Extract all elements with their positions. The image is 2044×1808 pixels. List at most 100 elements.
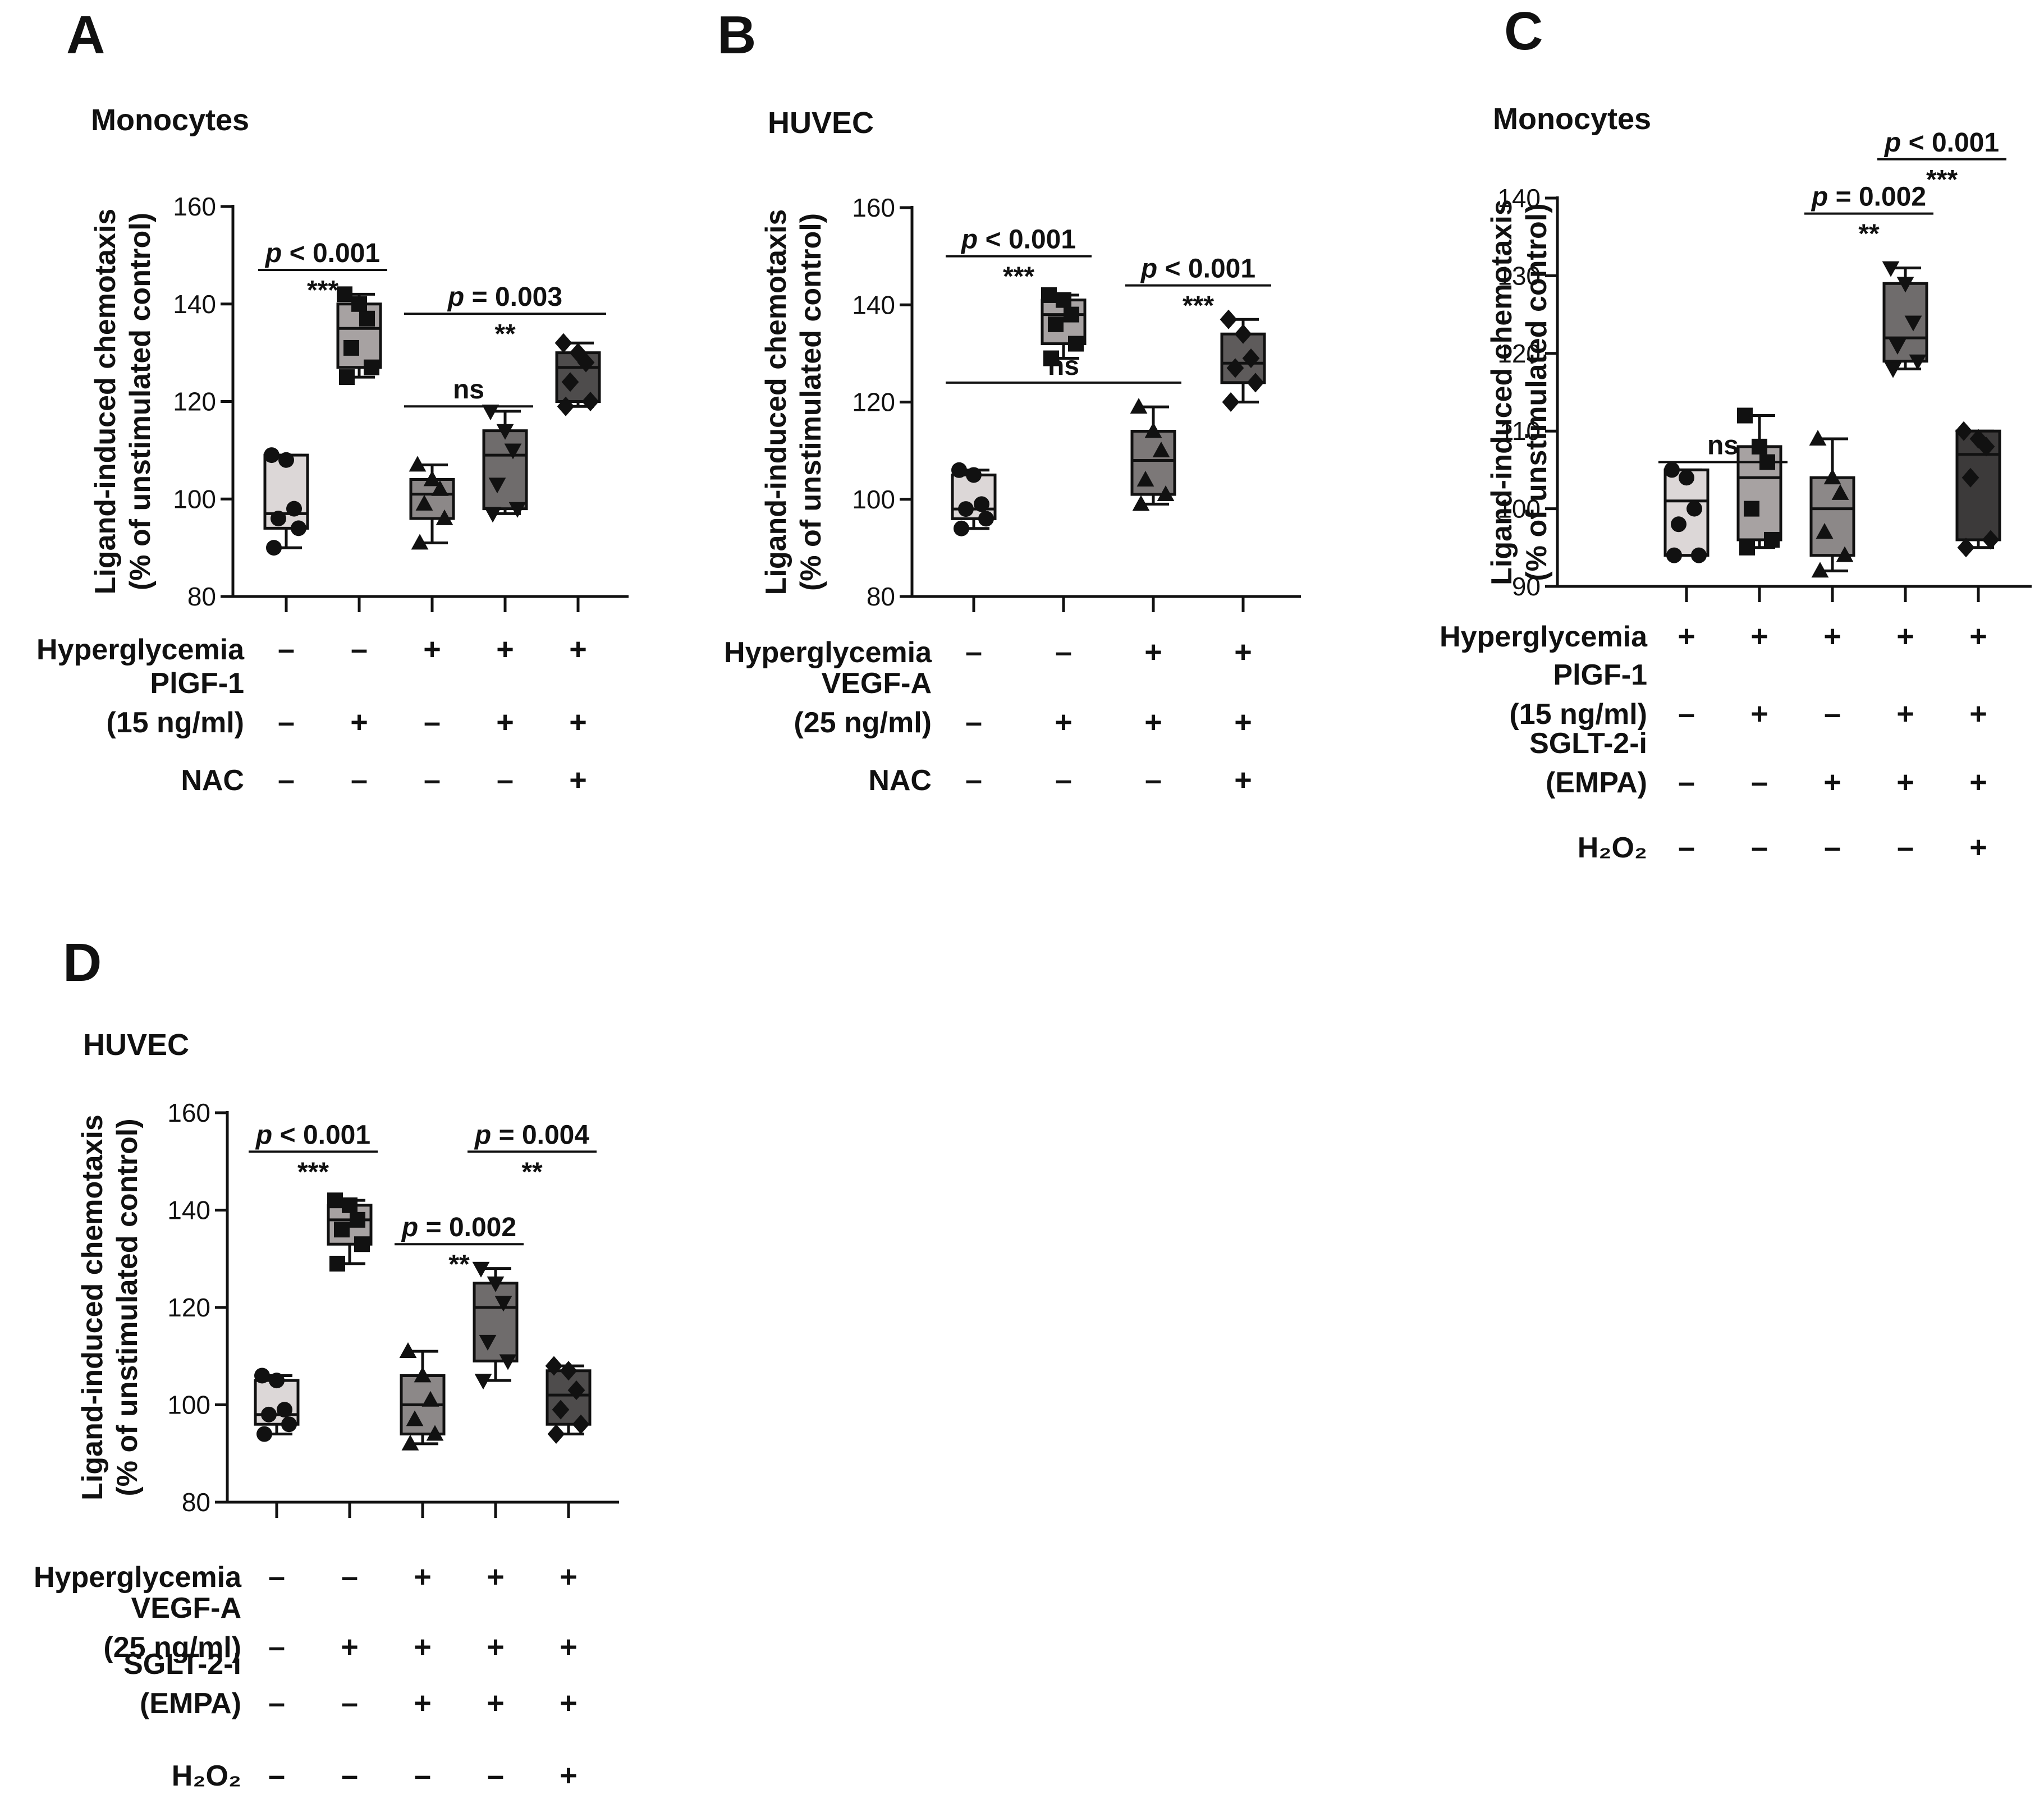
y-tick-label: 140 [173,290,216,319]
plus-sign: + [1969,620,1987,653]
box-group-1 [254,1368,300,1442]
minus-sign: – [1824,697,1841,731]
condition-label: Hyperglycemia [1440,621,1648,653]
box-group-5 [545,1356,592,1444]
plus-sign: + [1234,705,1252,739]
box-group-4 [1220,309,1266,412]
data-point [547,1424,565,1444]
y-tick-label: 140 [1497,183,1541,213]
y-tick-label: 80 [867,582,895,611]
data-point [1882,261,1900,277]
plus-sign: + [496,632,514,666]
data-point [423,470,441,487]
minus-sign: – [487,1759,504,1792]
data-point [496,424,514,440]
significance-stars: *** [307,276,338,305]
data-point [1969,429,1987,449]
plus-sign: + [496,705,514,739]
plus-sign: + [1234,763,1252,797]
data-point [436,509,453,525]
comparison-1: p < 0.001*** [249,1120,378,1187]
y-tick-label: 80 [187,582,216,611]
data-point [487,1276,505,1292]
p-value-label: p < 0.001 [264,238,380,268]
box-group-4 [1882,261,1928,378]
minus-sign: – [1678,830,1695,864]
data-point [1671,516,1686,533]
condition-label: SGLT-2-i [123,1648,241,1681]
plus-sign: + [1234,635,1252,669]
p-value-label: p = 0.002 [401,1213,516,1242]
minus-sign: – [424,705,441,739]
data-point [554,333,572,353]
y-tick-label: 140 [852,290,895,319]
data-point [359,310,375,327]
data-point [1056,292,1071,308]
y-tick-label: 100 [167,1391,210,1420]
condition-row-4: H₂O₂––––+ [172,1759,578,1792]
panel-letter: D [63,933,102,993]
data-point [350,1212,365,1228]
box-group-5 [1955,421,2001,558]
data-point [494,1296,512,1312]
minus-sign: – [268,1686,285,1720]
data-point [1811,562,1829,578]
data-point [488,478,506,494]
data-point [1737,407,1753,424]
plus-sign: + [487,1686,505,1720]
comparison-1: ns [1658,431,1788,464]
data-point [1136,471,1154,487]
minus-sign: – [424,763,441,797]
y-tick-label: 80 [182,1488,210,1517]
y-tick-label: 120 [173,387,216,416]
data-point [426,1425,444,1441]
data-point [406,1410,424,1426]
data-point [1739,539,1755,556]
plus-sign: + [569,632,587,666]
data-point [261,1406,277,1422]
p-value-label: p < 0.001 [1883,128,1999,158]
box-group-3 [1809,429,1855,578]
plus-sign: + [1969,697,1987,731]
y-tick-label: 160 [167,1098,210,1127]
data-point [337,286,352,302]
p-value-label: p = 0.003 [447,282,562,312]
data-point [1246,373,1264,393]
data-point [1686,501,1702,517]
comparison-1: p < 0.001 *** [258,238,387,305]
box-group-1 [1663,462,1710,563]
data-point [508,502,526,518]
plus-sign: + [1969,765,1987,799]
data-point [329,1255,345,1272]
minus-sign: – [341,1759,358,1792]
plus-sign: + [569,705,587,739]
data-point [1909,354,1927,370]
panel-title: HUVEC [768,106,874,140]
y-axis-label: Ligand-induced chemotaxis(% of unstimula… [1486,199,1553,585]
data-point [1809,429,1827,446]
box-group-3 [399,1342,446,1451]
p-symbol: p [264,238,282,268]
y-axis-label-line1: Ligand-induced chemotaxis [89,209,122,595]
plus-sign: + [414,1560,432,1594]
y-tick-label: 120 [1497,339,1541,368]
y-axis-label-line1: Ligand-induced chemotaxis [1486,199,1518,585]
y-tick-label: 120 [167,1293,210,1322]
significance-stars: ** [1858,219,1880,249]
condition-row-1: Hyperglycemia––+++ [34,1560,578,1594]
y-axis-label-line2: (% of unstimulated control) [795,213,827,591]
data-point [1752,438,1767,455]
box-group-4 [482,404,528,523]
significance-stars: *** [1183,291,1214,321]
box-group-1 [951,462,997,536]
data-point [1679,470,1694,486]
data-point [264,447,279,464]
condition-label: (15 ng/ml) [106,706,244,739]
data-point [1048,316,1064,332]
minus-sign: – [351,632,368,666]
y-tick-label: 160 [173,192,216,221]
data-point [1982,530,2000,550]
data-point [479,1334,497,1351]
